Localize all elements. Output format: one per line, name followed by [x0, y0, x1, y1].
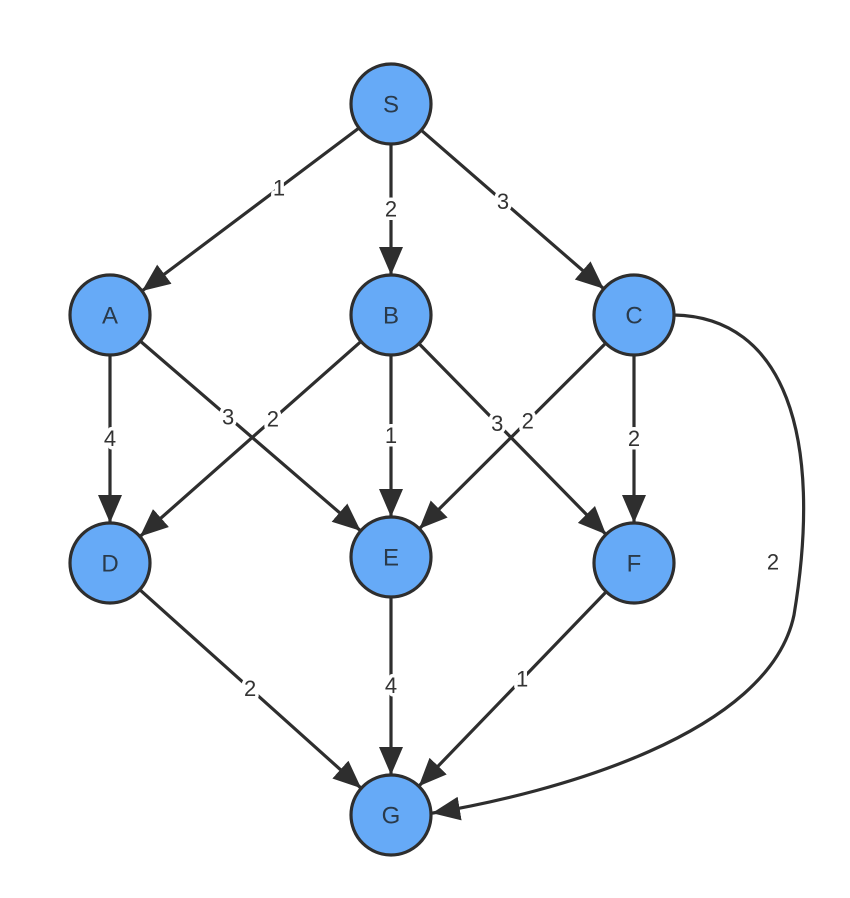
edge-weight-b-e: 1 — [385, 423, 397, 448]
node-label: D — [101, 551, 118, 578]
edge-weight-d-g: 2 — [244, 676, 256, 701]
edge-f-g — [417, 590, 608, 788]
node-circle — [68, 521, 152, 605]
node-g: G — [349, 773, 433, 857]
edge-weight-c-f: 2 — [628, 426, 640, 451]
edge-s-c — [419, 128, 605, 290]
node-circle — [68, 273, 152, 357]
edge-b-f — [417, 341, 607, 536]
edge-c-g — [431, 313, 806, 821]
edge-a-e — [138, 339, 362, 532]
node-c: C — [592, 273, 676, 357]
node-e: E — [349, 515, 433, 599]
edge-weight-f-g: 1 — [516, 666, 528, 691]
edge-weight-a-d: 4 — [104, 426, 116, 451]
node-f: F — [592, 521, 676, 605]
edges-layer — [98, 126, 806, 821]
node-d: D — [68, 521, 152, 605]
node-circle — [349, 773, 433, 857]
edge-weight-c-e: 2 — [522, 408, 534, 433]
edge-b-d — [139, 339, 363, 538]
node-label: G — [382, 803, 401, 830]
edge-s-a — [141, 126, 361, 292]
edge-d-g — [138, 588, 363, 790]
edge-weight-s-a: 1 — [273, 176, 285, 201]
node-label: B — [383, 303, 399, 330]
edge-weight-c-g: 2 — [767, 550, 779, 575]
node-circle — [349, 62, 433, 146]
edge-weight-a-e: 3 — [222, 404, 234, 429]
edge-weight-e-g: 4 — [385, 673, 397, 698]
node-label: C — [625, 303, 642, 330]
node-label: S — [383, 92, 399, 119]
node-circle — [349, 273, 433, 357]
nodes-layer: S A B C D E F G — [68, 62, 676, 857]
node-a: A — [68, 273, 152, 357]
node-circle — [349, 515, 433, 599]
node-s: S — [349, 62, 433, 146]
edge-c-e — [418, 341, 608, 530]
node-circle — [592, 521, 676, 605]
edge-weight-b-d: 2 — [267, 407, 279, 432]
edge-weight-b-f: 3 — [491, 411, 503, 436]
node-b: B — [349, 273, 433, 357]
node-label: F — [627, 551, 642, 578]
node-label: A — [102, 303, 118, 330]
node-circle — [592, 273, 676, 357]
edge-weight-s-c: 3 — [497, 189, 509, 214]
edge-weight-s-b: 2 — [385, 197, 397, 222]
node-label: E — [383, 545, 399, 572]
